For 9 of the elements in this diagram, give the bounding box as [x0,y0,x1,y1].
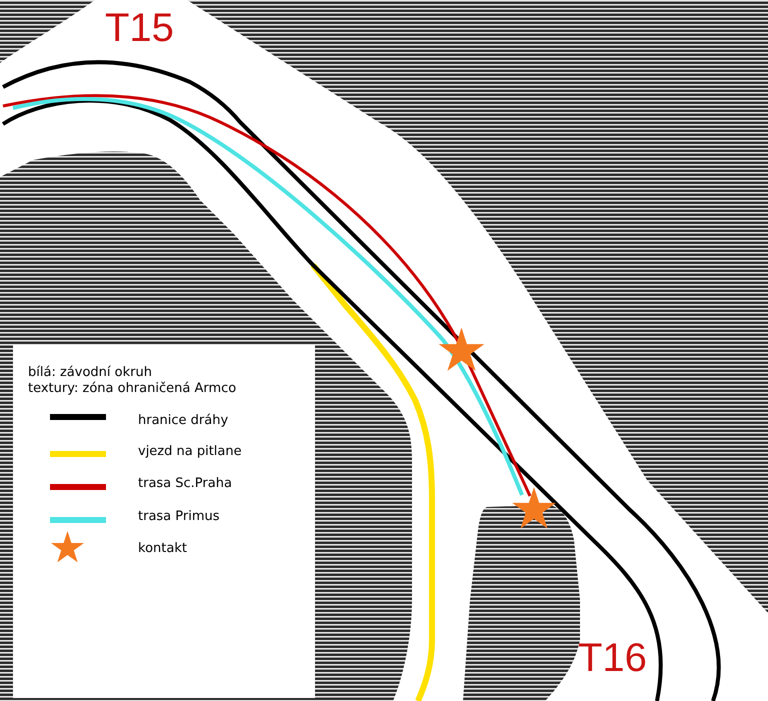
legend-label: trasa Primus [138,509,220,525]
turn-label: T15 [105,8,174,48]
legend-label: kontakt [138,541,187,557]
legend-label: vjezd na pitlane [138,444,242,460]
legend-label: hranice dráhy [138,413,228,429]
legend-note: textury: zóna ohraničená Armco [28,380,236,396]
turn-label: T16 [578,638,647,678]
legend-label: trasa Sc.Praha [138,476,232,492]
legend-note: bílá: závodní okruh [28,364,152,380]
